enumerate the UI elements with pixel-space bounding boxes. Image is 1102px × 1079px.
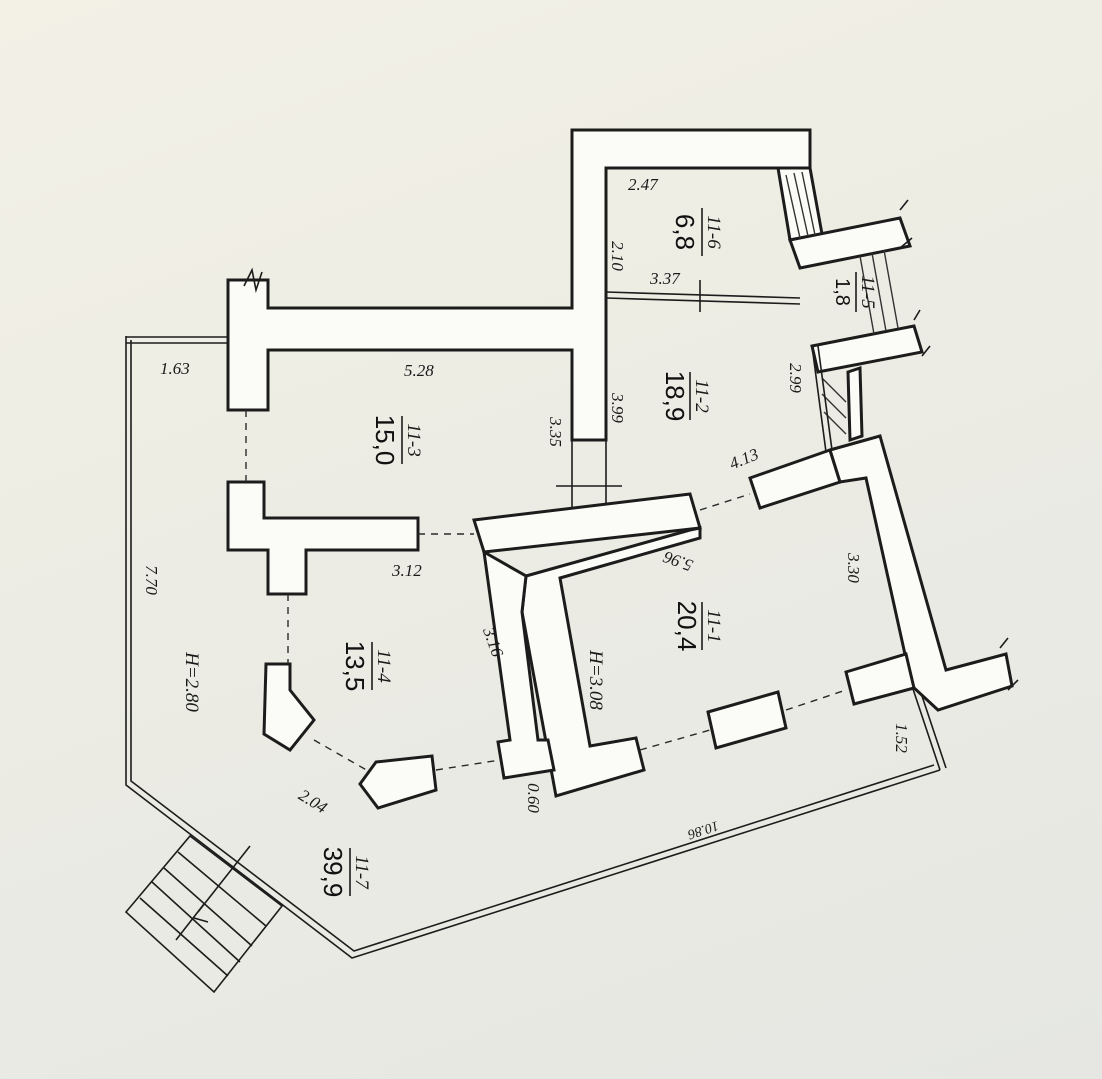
wall-break-mark-right-1	[899, 199, 913, 249]
room-area-11-5: 1,8	[831, 278, 853, 306]
room-label-11-1: 11-1 20,4	[672, 601, 724, 652]
wall-right-upper	[776, 166, 824, 242]
dim-1-52: 1.52	[892, 723, 911, 753]
ticks-junction	[556, 440, 622, 510]
wall-east-end-2	[917, 683, 947, 769]
dim-1-63: 1.63	[160, 359, 190, 378]
dim-2-47: 2.47	[628, 175, 659, 194]
wall-break-mark-top	[243, 267, 263, 294]
wall-11-1-east	[828, 434, 1014, 712]
dim-4-13: 4.13	[727, 445, 762, 474]
wall-11-4-11-1	[482, 549, 556, 780]
room-area-11-2: 18,9	[660, 371, 690, 422]
room-id-11-1: 11-1	[703, 609, 724, 642]
pier-11-4-a	[262, 662, 316, 752]
dim-2-99: 2.99	[786, 363, 805, 393]
dim-3-37: 3.37	[649, 269, 681, 288]
room-area-11-3: 15,0	[370, 415, 400, 466]
dim-7-70: 7.70	[142, 565, 161, 595]
room-label-11-7: 11-7 39,9	[318, 847, 372, 898]
room-id-11-5: 11-5	[857, 275, 878, 308]
room-area-11-4: 13,5	[340, 641, 370, 692]
room-id-11-6: 11-6	[703, 215, 724, 249]
wall-stub-4-13	[748, 448, 842, 510]
height-11-7: H=2.80	[181, 651, 202, 712]
room-label-11-4: 11-4 13,5	[340, 641, 394, 692]
room-area-11-7: 39,9	[318, 847, 348, 898]
room-id-11-4: 11-4	[373, 649, 394, 683]
exterior-wall-11-7	[125, 336, 941, 959]
wall-right-mid	[846, 365, 864, 443]
wall-entry-upper	[788, 216, 912, 270]
wall-break-mark-right-2	[913, 309, 931, 357]
dim-2-10: 2.10	[608, 241, 627, 271]
dim-3-30: 3.30	[844, 552, 863, 583]
room-label-11-2: 11-2 18,9	[660, 371, 712, 422]
wall-upper-spine	[226, 128, 812, 442]
wall-11-2-right	[811, 345, 827, 453]
wall-break-mark-east	[999, 637, 1019, 691]
dim-5-28: 5.28	[404, 361, 434, 380]
entrance-stairs	[124, 834, 284, 994]
exterior-wall-11-7-inner	[130, 340, 935, 952]
pier-11-4-b	[358, 754, 438, 810]
room-label-11-3: 11-3 15,0	[370, 415, 424, 466]
dashed-openings	[245, 410, 847, 773]
wall-east-end	[911, 685, 941, 771]
room-id-11-3: 11-3	[403, 423, 424, 456]
room-label-11-5: 11-5 1,8	[831, 272, 878, 312]
hatch-stairs-11-5	[785, 171, 899, 335]
wall-entry-lower	[810, 324, 924, 374]
pier-11-1-a	[706, 690, 788, 750]
dim-3-12: 3.12	[391, 561, 422, 580]
pier-11-1-b	[844, 652, 916, 706]
dim-10-86: 10.86	[686, 817, 721, 841]
wall-interior-t	[226, 480, 420, 596]
room-area-11-1: 20,4	[672, 601, 702, 652]
dim-3-35: 3.35	[546, 416, 565, 447]
wall-11-1-west	[520, 526, 702, 798]
room-label-11-6: 11-6 6,8	[670, 208, 724, 256]
dim-0-60: 0.60	[524, 783, 543, 813]
dim-2-04: 2.04	[295, 785, 331, 817]
divider-11-6-11-2	[605, 291, 801, 299]
room-id-11-2: 11-2	[691, 379, 712, 413]
room-area-11-6: 6,8	[670, 214, 700, 250]
divider-11-6-11-2-b	[605, 297, 801, 305]
wall-11-2-right-b	[817, 345, 833, 451]
height-11-1: H=3.08	[585, 649, 606, 710]
room-id-11-7: 11-7	[351, 855, 372, 890]
dim-5-96: 5.96	[660, 547, 695, 575]
dim-3-99: 3.99	[608, 392, 627, 423]
